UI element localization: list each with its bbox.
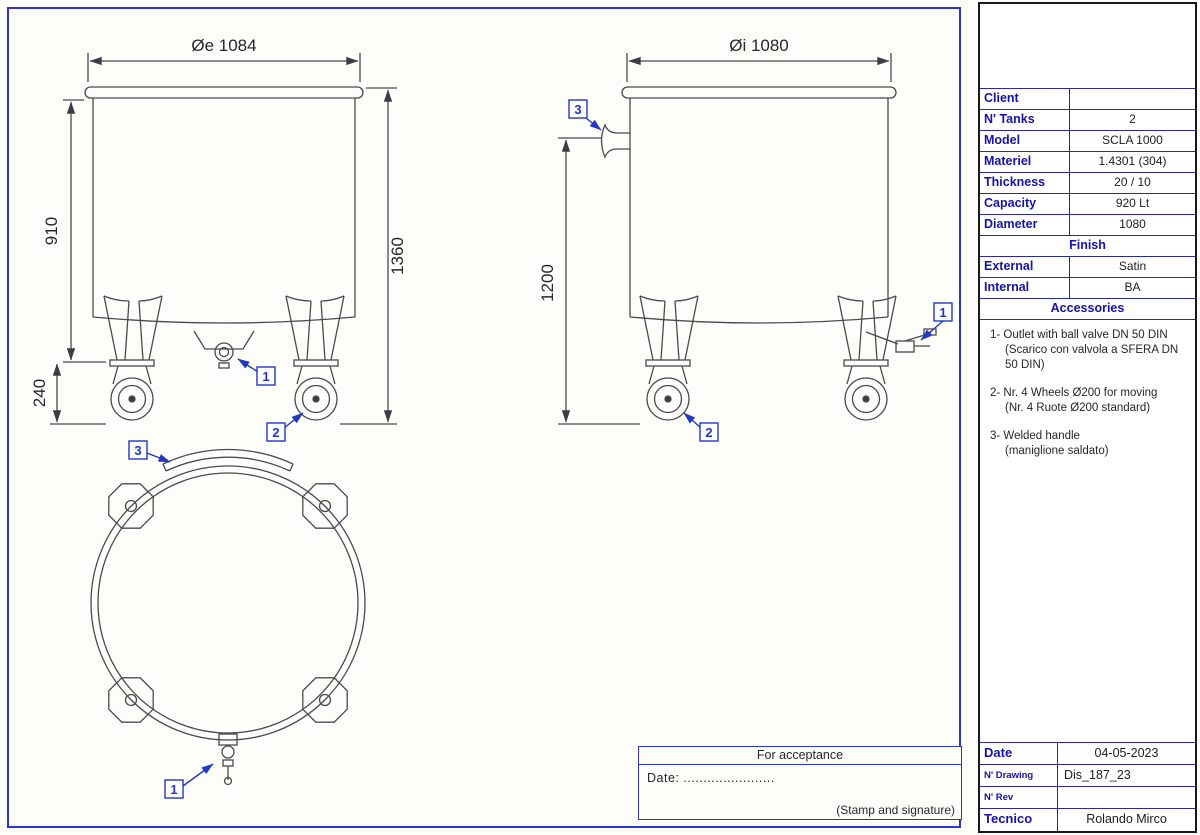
- acceptance-date-line: Date: .......................: [639, 765, 961, 785]
- front-height-body-text: 910: [42, 217, 61, 245]
- top-outlet-valve: [218, 733, 238, 786]
- callout-front-1: 1: [237, 358, 276, 386]
- front-diameter-text: Øe 1084: [191, 36, 256, 55]
- top-view: [90, 448, 366, 786]
- finish-label: External: [980, 257, 1070, 277]
- front-view: Øe 1084: [30, 36, 407, 425]
- front-outlet-valve: [193, 330, 255, 369]
- spec-row-client: Client: [980, 89, 1195, 110]
- finish-header: Finish: [980, 236, 1195, 257]
- callout-side-2-label: 2: [705, 425, 712, 440]
- spec-label: Diameter: [980, 215, 1070, 235]
- spec-value: 1080: [1119, 217, 1146, 231]
- callout-side-3: 3: [568, 99, 602, 131]
- spec-row-model: Model SCLA 1000: [980, 131, 1195, 152]
- spec-row-materiel: Materiel 1.4301 (304): [980, 152, 1195, 173]
- front-wheels: [110, 365, 338, 421]
- front-tank-body: [84, 86, 364, 324]
- callout-top-3: 3: [128, 440, 171, 463]
- side-legs: [639, 295, 897, 367]
- callout-side-1-label: 1: [939, 305, 946, 320]
- panel-spacer: [980, 478, 1195, 742]
- info-value-date: 04-05-2023: [1094, 746, 1159, 760]
- callout-front-1-label: 1: [262, 369, 269, 384]
- side-dim-diameter: Øi 1080: [626, 36, 892, 82]
- side-diameter-text: Øi 1080: [729, 36, 789, 55]
- info-row-date: Date 04-05-2023: [980, 743, 1195, 765]
- front-height-total-text: 1360: [388, 237, 407, 275]
- front-wheel-height-text: 240: [30, 379, 49, 407]
- spec-label: Client: [980, 89, 1070, 109]
- accessories-header: Accessories: [980, 299, 1195, 320]
- info-value-drawing: Dis_187_23: [1064, 768, 1131, 782]
- front-dim-1360: 1360: [340, 87, 407, 425]
- drawing-frame: [7, 7, 961, 828]
- spec-label: Thickness: [980, 173, 1070, 193]
- acceptance-title: For acceptance: [639, 747, 961, 765]
- top-wheel-brackets: [108, 483, 348, 723]
- callout-side-2: 2: [683, 412, 719, 442]
- callout-side-1: 1: [920, 302, 953, 341]
- side-height-text: 1200: [538, 264, 557, 302]
- spec-label: Model: [980, 131, 1070, 151]
- callout-front-2-label: 2: [272, 425, 279, 440]
- top-handle-arc: [162, 448, 294, 472]
- drawing-area: Øe 1084: [7, 7, 962, 828]
- spec-value: [1070, 89, 1195, 109]
- spec-row-capacity: Capacity 920 Lt: [980, 194, 1195, 215]
- spec-value: 1.4301 (304): [1098, 154, 1167, 168]
- side-view: Øi 1080 1200: [538, 36, 937, 425]
- spec-label: Capacity: [980, 194, 1070, 214]
- info-label-drawing: N' Drawing: [980, 765, 1058, 786]
- callout-top-3-label: 3: [134, 443, 141, 458]
- spec-value: 2: [1129, 112, 1136, 126]
- spec-label: Materiel: [980, 152, 1070, 172]
- accessories-list: 1- Outlet with ball valve DN 50 DIN (Sca…: [980, 320, 1195, 478]
- drawing-canvas: Øe 1084: [7, 7, 961, 828]
- acceptance-note: (Stamp and signature): [836, 803, 955, 817]
- info-value-tecnico: Rolando Mirco: [1086, 812, 1167, 826]
- finish-value: BA: [1124, 280, 1141, 294]
- accessory-item: 3- Welded handle (maniglione saldato): [990, 429, 1109, 457]
- spec-row-thickness: Thickness 20 / 10: [980, 173, 1195, 194]
- finish-value: Satin: [1118, 259, 1147, 273]
- callout-side-3-label: 3: [574, 102, 581, 117]
- acceptance-date-field[interactable]: .......................: [683, 771, 775, 785]
- info-label-date: Date: [980, 743, 1058, 764]
- finish-row-internal: Internal BA: [980, 278, 1195, 299]
- front-dim-diameter: Øe 1084: [87, 36, 361, 82]
- spec-table: Client N' Tanks 2 Model SCLA 1000 Materi…: [980, 88, 1195, 478]
- info-label-tecnico: Tecnico: [980, 809, 1058, 831]
- callout-top-1-label: 1: [170, 782, 177, 797]
- title-block-panel: Client N' Tanks 2 Model SCLA 1000 Materi…: [978, 2, 1197, 833]
- spec-row-diameter: Diameter 1080: [980, 215, 1195, 236]
- front-dim-240: 240: [30, 363, 106, 425]
- title-block-info: Date 04-05-2023 N' Drawing Dis_187_23 N'…: [980, 742, 1195, 831]
- spec-value: 20 / 10: [1114, 175, 1151, 189]
- panel-logo-space: [980, 4, 1195, 88]
- front-dim-910: 910: [42, 99, 106, 363]
- acceptance-box: For acceptance Date: ...................…: [638, 746, 962, 820]
- info-row-tecnico: Tecnico Rolando Mirco: [980, 809, 1195, 831]
- info-label-rev: N' Rev: [980, 787, 1058, 808]
- callout-front-2: 2: [266, 412, 304, 442]
- spec-value: 920 Lt: [1115, 196, 1150, 210]
- side-tank-body: [621, 86, 897, 324]
- info-row-drawing: N' Drawing Dis_187_23: [980, 765, 1195, 787]
- callout-top-1: 1: [164, 763, 214, 799]
- finish-label: Internal: [980, 278, 1070, 298]
- spec-row-tanks: N' Tanks 2: [980, 110, 1195, 131]
- acceptance-date-label: Date:: [647, 771, 680, 785]
- side-dim-1200: 1200: [538, 137, 640, 425]
- finish-row-external: External Satin: [980, 257, 1195, 278]
- side-welded-handle: [600, 123, 630, 159]
- side-wheels: [646, 365, 888, 421]
- info-row-rev: N' Rev: [980, 787, 1195, 809]
- spec-label: N' Tanks: [980, 110, 1070, 130]
- info-value-rev: [1058, 787, 1195, 808]
- accessory-item: 2- Nr. 4 Wheels Ø200 for moving (Nr. 4 R…: [990, 386, 1158, 414]
- accessory-item: 1- Outlet with ball valve DN 50 DIN (Sca…: [990, 329, 1179, 371]
- spec-value: SCLA 1000: [1102, 133, 1163, 147]
- front-legs: [103, 295, 345, 367]
